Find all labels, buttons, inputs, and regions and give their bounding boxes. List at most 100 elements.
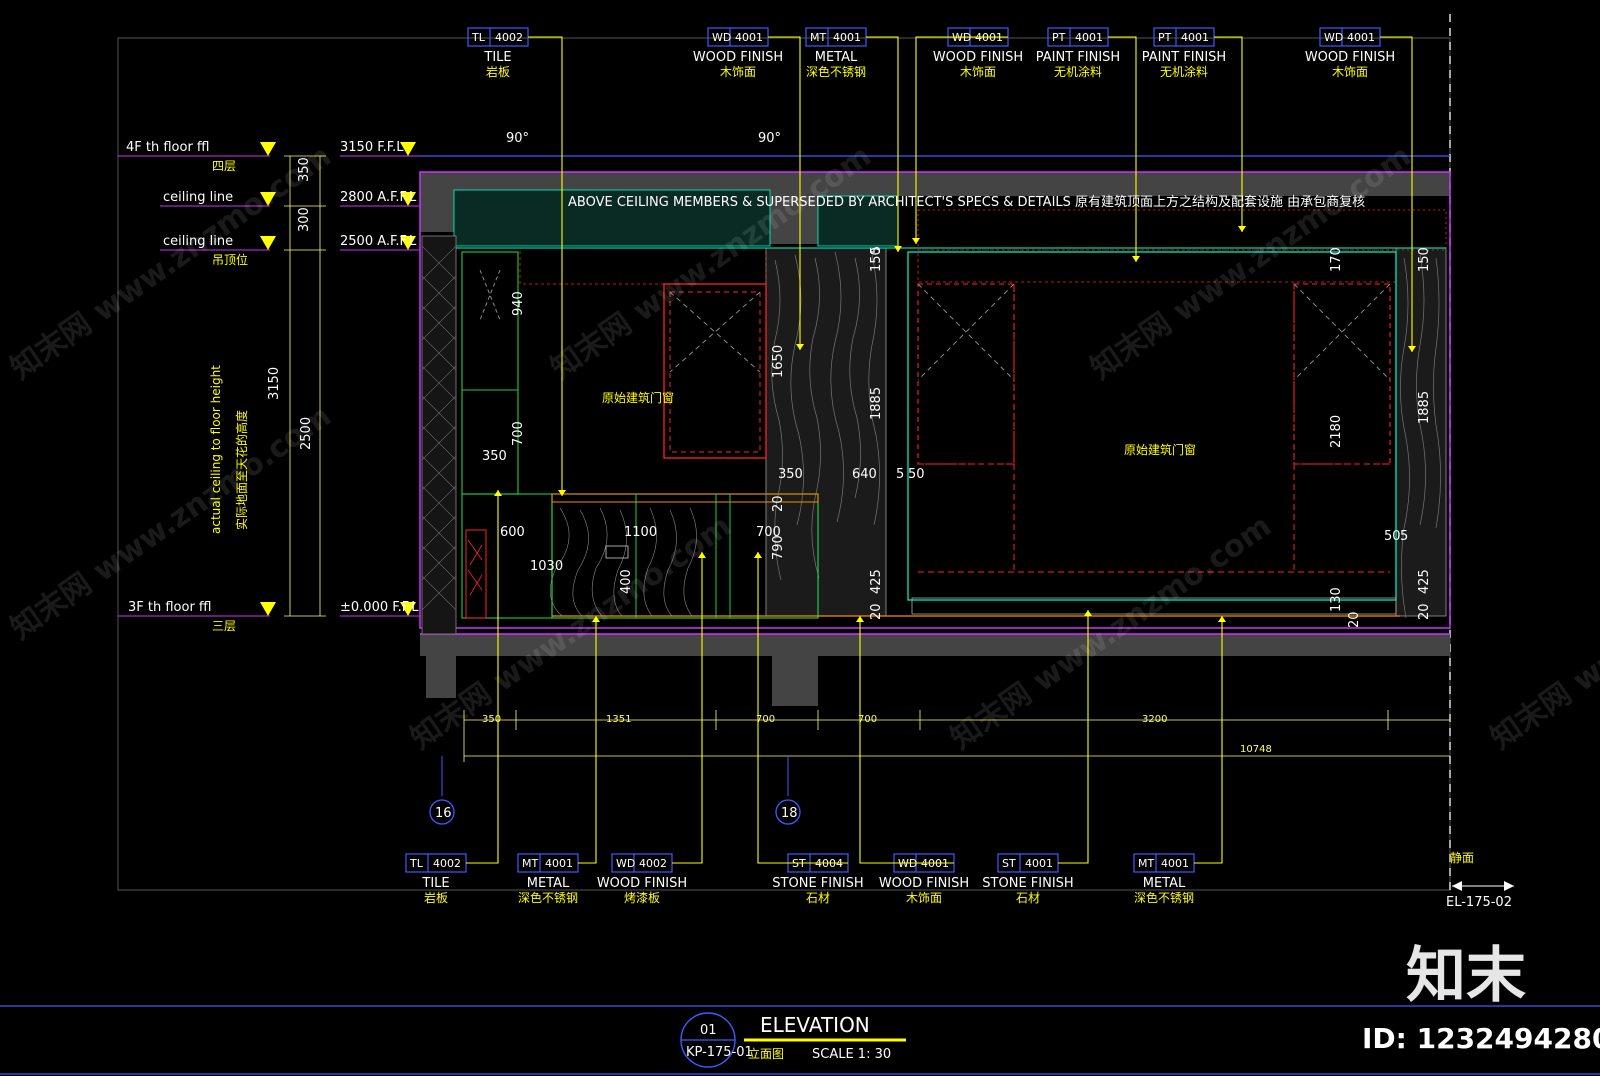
top-tag-code-6: WD [1324, 31, 1343, 44]
bdim-700b: 700 [858, 714, 877, 725]
top-tag-code-1: WD [712, 31, 731, 44]
top-arrow-2 [894, 246, 902, 252]
interior-dim-4: 1030 [530, 559, 563, 574]
interior-dim-13: 5 [896, 467, 904, 482]
level-4f-label: 4F th floor ffl [126, 140, 210, 155]
title-cn: 立面图 [748, 1046, 784, 1061]
interior-dim-5: 1100 [624, 525, 657, 540]
top-arrow-0 [558, 490, 566, 496]
level-ceiling2-value: 2500 A.F.F.L [340, 234, 417, 249]
section-ref: 静面 EL-175-02 [1446, 851, 1514, 910]
interior-dim-3: 600 [500, 525, 525, 540]
bottom-tag-cn-4: 木饰面 [906, 891, 942, 905]
left-dim-labels: 350 300 2500 3150 actual ceiling to floo… [209, 157, 314, 534]
bottom-arrow-1 [592, 616, 600, 622]
bottom-arrow-4 [856, 616, 864, 622]
section-ref-label: 静面 [1450, 851, 1474, 865]
brand-logo: 知末 ID: 1232494280 [1362, 941, 1600, 1055]
top-tag-num-5: 4001 [1181, 31, 1209, 44]
bottom-leader-6 [1194, 616, 1223, 864]
interior-dim-25: 150 [1417, 247, 1432, 272]
bottom-tag-cn-2: 烤漆板 [624, 890, 660, 905]
top-arrow-3 [912, 238, 920, 244]
interior-dim-21: 2180 [1329, 415, 1344, 448]
bottom-dim-labels: 350 1351 700 700 3200 10748 [482, 714, 1272, 755]
top-tag-num-0: 4002 [495, 31, 523, 44]
top-tag-name-0: TILE [483, 50, 511, 65]
bottom-tag-cn-6: 深色不锈钢 [1134, 891, 1194, 905]
level-labels: 4F th floor ffl 四层 ceiling line ceiling … [126, 140, 419, 633]
top-tag-name-2: METAL [815, 50, 858, 65]
top-tag-cn-6: 木饰面 [1332, 65, 1368, 79]
level-3f-value: ±0.000 F.F.L [340, 600, 419, 615]
interior-dim-24: 1885 [1417, 391, 1432, 424]
bottom-tag-num-5: 4001 [1025, 857, 1053, 870]
top-tag-cn-5: 无机涂料 [1160, 64, 1208, 79]
bottom-leader-3 [757, 552, 848, 864]
interior-dim-29: 5 [1400, 529, 1408, 544]
bottom-leader-5 [1058, 610, 1089, 864]
bottom-arrow-0 [494, 490, 502, 496]
bottom-tag-name-0: TILE [421, 876, 449, 891]
top-tag-code-4: PT [1052, 31, 1066, 44]
bottom-tag-cn-5: 石材 [1016, 891, 1040, 905]
interior-dim-26: 425 [1417, 569, 1432, 594]
bottom-tag-code-6: MT [1138, 857, 1154, 870]
top-leader-6 [1380, 36, 1413, 352]
bottom-arrow-3 [754, 552, 762, 558]
dim-300: 300 [297, 207, 312, 232]
bottom-tag-name-2: WOOD FINISH [597, 876, 687, 891]
bottom-tag-name-3: STONE FINISH [772, 876, 863, 891]
top-tag-num-4: 4001 [1075, 31, 1103, 44]
interior-dim-27: 20 [1417, 603, 1432, 620]
bottom-tag-cn-0: 岩板 [424, 890, 448, 905]
top-tag-cn-0: 岩板 [486, 64, 510, 79]
interior-dim-7: 400 [619, 569, 634, 594]
vertical-note-en: actual ceiling to floor height [209, 365, 223, 534]
level-ceiling2-cn: 吊顶位 [212, 252, 248, 267]
bottom-tag-cn-3: 石材 [806, 891, 830, 905]
bottom-leader-4 [859, 616, 954, 864]
level-3f-label: 3F th floor ffl [128, 600, 212, 615]
top-arrow-4 [1132, 256, 1140, 262]
window-label-right: 原始建筑门窗 [1124, 442, 1196, 457]
interior-dim-9: 20 [771, 495, 786, 512]
top-tag-name-4: PAINT FINISH [1036, 50, 1120, 65]
bottom-tag-name-4: WOOD FINISH [879, 876, 969, 891]
bottom-tag-code-2: WD [616, 857, 635, 870]
vanity-counter [549, 493, 1400, 619]
bottom-tag-code-0: TL [409, 857, 424, 870]
interior-dim-28: 50 [1384, 529, 1401, 544]
top-tag-num-1: 4001 [735, 31, 763, 44]
interior-dim-16: 150 [869, 247, 884, 272]
level-markers [118, 142, 420, 617]
top-tag-name-1: WOOD FINISH [693, 50, 783, 65]
interior-dim-14: 50 [908, 467, 925, 482]
window-label-left: 原始建筑门窗 [602, 390, 674, 405]
angle-label-2: 90° [758, 131, 781, 146]
bottom-arrow-2 [698, 552, 706, 558]
wood-panel-center [765, 247, 887, 617]
ceiling-note: ABOVE CEILING MEMBERS & SUPERSEDED BY AR… [568, 194, 1365, 210]
interior-dim-10: 1650 [771, 345, 786, 378]
ceiling-slab [419, 171, 1451, 629]
grid-marker-16: 16 [435, 806, 452, 821]
angle-label-1: 90° [506, 131, 529, 146]
window-left [663, 283, 767, 459]
top-leader-0 [528, 36, 563, 496]
bottom-tag-cn-1: 深色不锈钢 [518, 891, 578, 905]
bottom-leader-1 [578, 616, 597, 864]
level-ceiling1-label: ceiling line [163, 190, 233, 205]
top-tag-name-6: WOOD FINISH [1305, 50, 1395, 65]
top-tag-code-5: PT [1158, 31, 1172, 44]
brand-id: ID: 1232494280 [1362, 1022, 1600, 1055]
